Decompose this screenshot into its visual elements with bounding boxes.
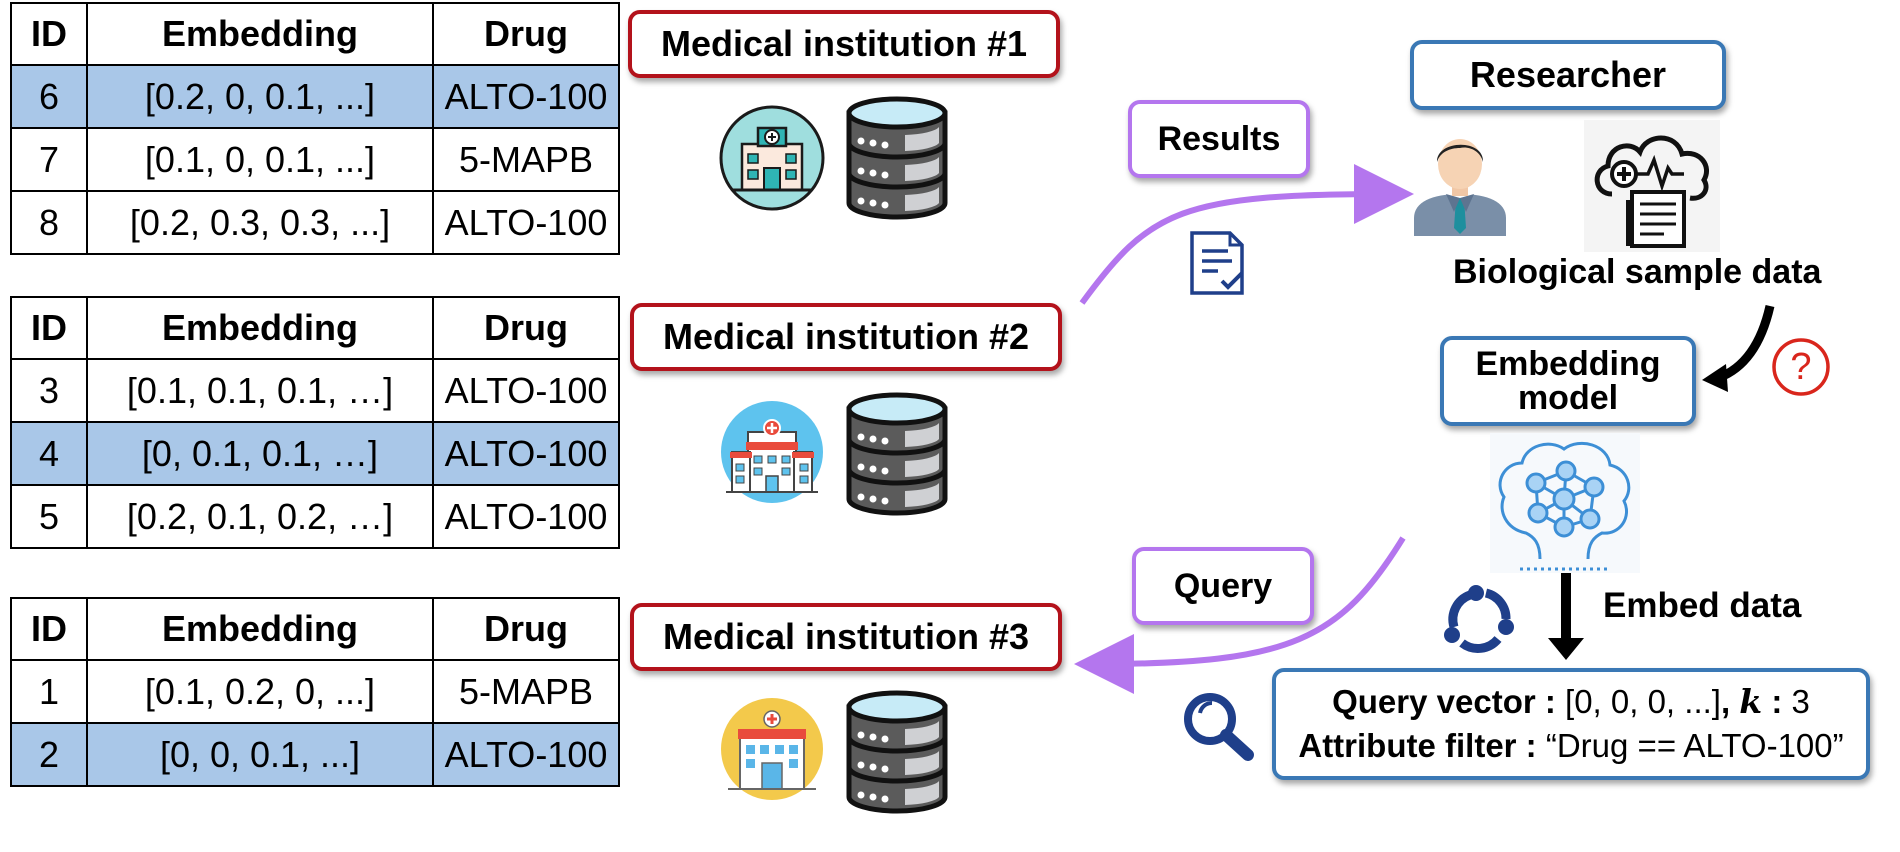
column-header-id: ID (10, 597, 88, 661)
embedding-model-line2: model (1517, 379, 1619, 417)
cell-drug: ALTO-100 (432, 358, 620, 423)
cell-drug: 5-MAPB (432, 127, 620, 192)
embedding-table-institution-3: ID Embedding Drug 1 [0.1, 0.2, 0, ...] 5… (10, 597, 620, 787)
sync-icon (1444, 585, 1514, 653)
cell-id: 5 (10, 484, 88, 549)
embed-data-label: Embed data (1603, 586, 1802, 625)
cell-id: 2 (10, 722, 88, 787)
database-icon (846, 690, 948, 814)
table-row: 2 [0, 0, 0.1, ...] ALTO-100 (10, 722, 620, 787)
query-vector-value: [0, 0, 0, ...] (1565, 683, 1721, 720)
cell-embedding: [0.1, 0, 0.1, ...] (86, 127, 434, 192)
institution-1-label: Medical institution #1 (628, 10, 1060, 78)
cell-id: 3 (10, 358, 88, 423)
column-header-drug: Drug (432, 597, 620, 661)
table-row: 3 [0.1, 0.1, 0.1, …] ALTO-100 (10, 358, 620, 423)
query-k-colon: : (1771, 683, 1783, 720)
table-row: 4 [0, 0.1, 0.1, …] ALTO-100 (10, 421, 620, 486)
results-arrow (1079, 164, 1414, 305)
cell-id: 4 (10, 421, 88, 486)
table-row: 6 [0.2, 0, 0.1, ...] ALTO-100 (10, 64, 620, 129)
database-icon (846, 96, 948, 220)
query-k-separator: , (1720, 683, 1731, 720)
query-k-value: 3 (1791, 683, 1810, 720)
cell-drug: ALTO-100 (432, 64, 620, 129)
biological-sample-label: Biological sample data (1453, 253, 1822, 291)
column-header-embedding: Embedding (86, 296, 434, 360)
column-header-embedding: Embedding (86, 597, 434, 661)
attribute-filter-label: Attribute filter : (1298, 727, 1537, 764)
institution-3-label: Medical institution #3 (630, 603, 1062, 671)
search-icon (1184, 693, 1254, 761)
query-vector-label: Query vector : (1332, 683, 1556, 720)
query-box: Query vector : [0, 0, 0, ...], k : 3 Att… (1272, 668, 1870, 780)
hospital-icon (721, 698, 823, 800)
embedding-table-institution-2: ID Embedding Drug 3 [0.1, 0.1, 0.1, …] A… (10, 296, 620, 549)
table-row: 5 [0.2, 0.1, 0.2, …] ALTO-100 (10, 484, 620, 549)
cell-id: 7 (10, 127, 88, 192)
embedding-model-line1: Embedding (1475, 345, 1661, 383)
hospital-icon (721, 401, 823, 503)
researcher-icon (1414, 139, 1506, 236)
column-header-embedding: Embedding (86, 2, 434, 66)
table-row: 1 [0.1, 0.2, 0, ...] 5-MAPB (10, 659, 620, 724)
table-row: 8 [0.2, 0.3, 0.3, ...] ALTO-100 (10, 190, 620, 255)
table-row: 7 [0.1, 0, 0.1, ...] 5-MAPB (10, 127, 620, 192)
query-vector-line: Query vector : [0, 0, 0, ...], k : 3 (1332, 680, 1810, 724)
cell-id: 8 (10, 190, 88, 255)
query-arrow (1074, 536, 1406, 694)
question-mark-icon (1772, 338, 1830, 396)
cloud-medical-icon (1584, 120, 1720, 252)
hospital-icon (719, 105, 825, 211)
cell-embedding: [0.2, 0.1, 0.2, …] (86, 484, 434, 549)
cell-id: 1 (10, 659, 88, 724)
results-label: Results (1128, 100, 1310, 178)
cell-embedding: [0.1, 0.1, 0.1, …] (86, 358, 434, 423)
table-header-row: ID Embedding Drug (10, 2, 620, 66)
document-check-icon (1190, 231, 1244, 295)
researcher-label: Researcher (1410, 40, 1726, 110)
cell-embedding: [0.2, 0.3, 0.3, ...] (86, 190, 434, 255)
column-header-drug: Drug (432, 296, 620, 360)
database-icon (846, 392, 948, 516)
cell-embedding: [0.2, 0, 0.1, ...] (86, 64, 434, 129)
cell-id: 6 (10, 64, 88, 129)
question-mark-text: ? (1790, 346, 1812, 388)
cell-drug: ALTO-100 (432, 484, 620, 549)
institution-2-label: Medical institution #2 (630, 303, 1062, 371)
query-label: Query (1132, 547, 1314, 625)
brain-network-icon (1490, 433, 1640, 573)
embedding-model-box: Embedding model (1440, 336, 1696, 426)
cell-embedding: [0, 0, 0.1, ...] (86, 722, 434, 787)
cell-embedding: [0.1, 0.2, 0, ...] (86, 659, 434, 724)
attribute-filter-line: Attribute filter : “Drug == ALTO-100” (1298, 724, 1843, 768)
table-header-row: ID Embedding Drug (10, 296, 620, 360)
cell-drug: ALTO-100 (432, 421, 620, 486)
column-header-id: ID (10, 2, 88, 66)
cell-drug: ALTO-100 (432, 722, 620, 787)
cell-drug: ALTO-100 (432, 190, 620, 255)
table-header-row: ID Embedding Drug (10, 597, 620, 661)
cell-embedding: [0, 0.1, 0.1, …] (86, 421, 434, 486)
embedding-table-institution-1: ID Embedding Drug 6 [0.2, 0, 0.1, ...] A… (10, 2, 620, 255)
attribute-filter-value: “Drug == ALTO-100” (1545, 727, 1844, 764)
query-k-label: k (1739, 682, 1763, 721)
cell-drug: 5-MAPB (432, 659, 620, 724)
column-header-id: ID (10, 296, 88, 360)
column-header-drug: Drug (432, 2, 620, 66)
